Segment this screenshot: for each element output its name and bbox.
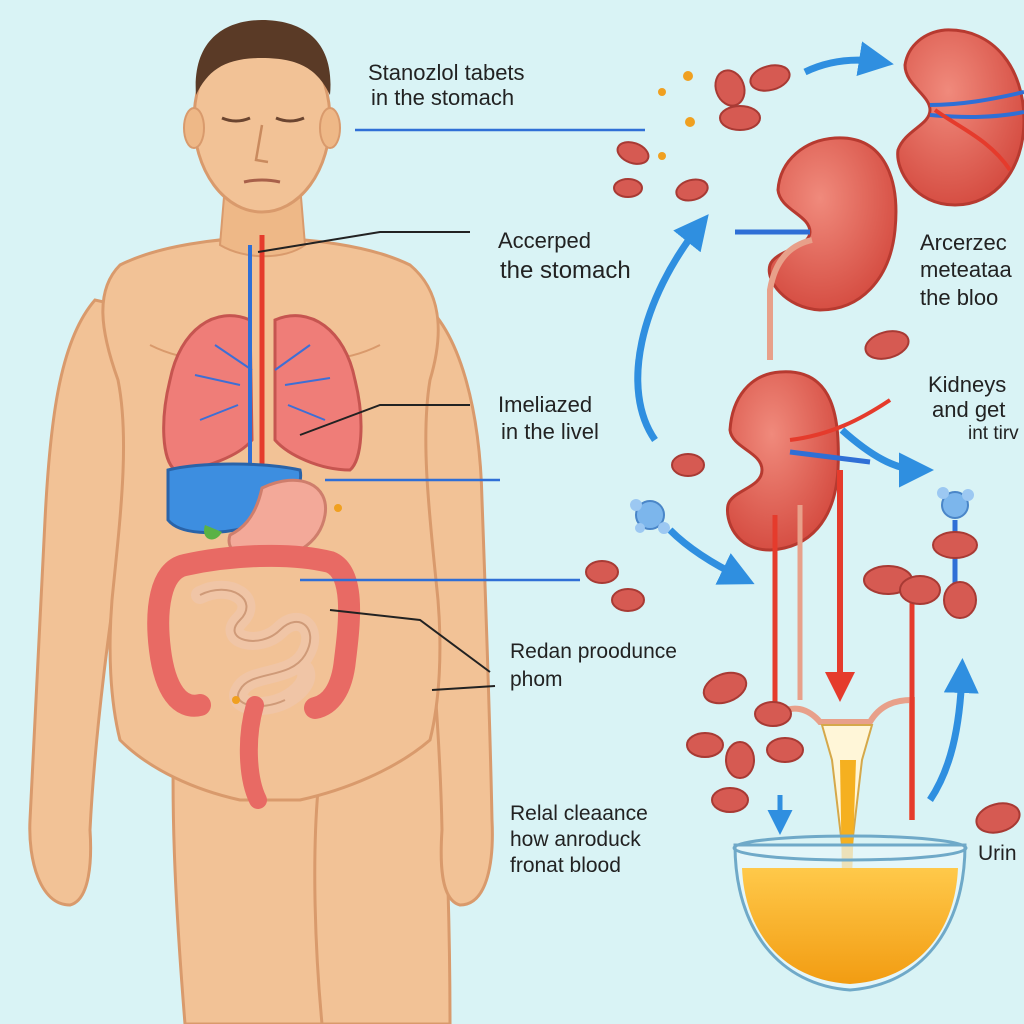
kidney-ureter: [767, 237, 813, 360]
rectum: [239, 696, 267, 809]
nose: [254, 124, 269, 164]
label-line: in the stomach: [371, 85, 515, 111]
lung-vessels: [194, 344, 331, 421]
label-line: Arcerzec: [920, 230, 1007, 255]
tablet: [613, 178, 643, 198]
label-absorbed-stomach: Accerped the stomach: [498, 228, 631, 285]
label-line: Relal cleaance: [510, 802, 648, 825]
bladder-connector: [772, 696, 915, 820]
bowl-urine: [742, 868, 958, 984]
kidney-artery: [933, 108, 1012, 172]
label-produce: Redan proodunce phom: [510, 640, 677, 692]
tablet: [754, 701, 792, 727]
label-tablets-in-stomach: Stanozlol tabets in the stomach: [368, 60, 525, 111]
tablet: [725, 741, 755, 779]
arrow-upward-curve: [634, 214, 709, 443]
large-intestine: [147, 544, 361, 719]
kidney-artery: [789, 398, 892, 442]
label-line: the bloo: [920, 284, 999, 310]
tablet: [711, 787, 749, 813]
label-metabolized-liver: Imeliazed in the livel: [498, 392, 599, 445]
kidney-shape: [726, 370, 840, 552]
leader-absorbed: [257, 231, 470, 253]
kidney-vein: [789, 449, 871, 465]
tablet: [932, 531, 978, 559]
label-line: int tirv: [968, 422, 1019, 444]
tablet: [719, 105, 761, 131]
arrows: [634, 41, 979, 835]
tablet: [702, 671, 748, 705]
label-line: in the livel: [501, 419, 599, 445]
small-dots: [232, 71, 695, 704]
label-line: the stomach: [500, 257, 631, 285]
arrow-molecule-down: [667, 527, 755, 585]
label-urine: Urin: [978, 842, 1017, 866]
arrow-return-up: [927, 658, 979, 802]
kidney-lower: [726, 370, 892, 720]
label-line: how anroduck: [510, 828, 641, 852]
tablet: [611, 588, 645, 612]
tablet: [749, 64, 791, 92]
leader-lines: [257, 128, 645, 691]
tablet: [686, 732, 724, 758]
tablet: [766, 737, 804, 763]
mouth: [243, 178, 281, 184]
leader-produce-2: [431, 685, 496, 691]
bowl-rim: [732, 834, 968, 862]
label-line: fronat blood: [510, 854, 621, 878]
arrow-to-top-kidney: [803, 41, 894, 76]
tablet: [675, 178, 709, 202]
label-line: meteataa: [920, 257, 1012, 283]
label-line: and get: [932, 397, 1006, 423]
tablet: [975, 802, 1021, 834]
tablet: [899, 575, 941, 605]
tablet: [943, 581, 977, 619]
kidney-shape: [767, 136, 898, 312]
label-line: phom: [510, 668, 563, 692]
label-line: Accerped: [498, 228, 591, 253]
leader-liver: [299, 404, 470, 436]
kidney-middle: [735, 136, 898, 360]
right-eye: [275, 116, 305, 123]
tablet: [864, 330, 910, 360]
tablets: [585, 64, 1021, 834]
hair: [195, 20, 331, 95]
tablet: [585, 560, 619, 584]
tablet: [671, 453, 705, 477]
label-line: Stanozlol tabets: [368, 60, 525, 85]
kidney-top-right: [896, 28, 1024, 207]
tablet: [616, 141, 650, 165]
organs: [147, 235, 363, 809]
leader-produce: [329, 609, 491, 673]
gallbladder: [203, 525, 222, 540]
arrow-kidney-right: [839, 427, 934, 488]
molecule-left-icon: [630, 499, 670, 534]
molecules: [630, 487, 974, 534]
label-line: Redan proodunce: [510, 640, 677, 663]
left-ear: [183, 107, 205, 149]
molecule-right-icon: [937, 487, 974, 519]
label-line: Kidneys: [928, 372, 1007, 397]
label-renal-clearance: Relal cleaance how anroduck fronat blood: [510, 800, 648, 878]
label-kidneys: Kidneys and get int tirv: [928, 372, 1019, 444]
tablet: [714, 69, 746, 107]
label-absorbed-blood: Arcerzec meteataa the bloo: [920, 228, 1012, 310]
label-line: Imeliazed: [498, 392, 593, 417]
left-eye: [221, 116, 251, 123]
label-line: Urin: [978, 842, 1017, 865]
right-ear: [319, 107, 341, 149]
small-intestine-outline: [199, 588, 312, 708]
urine-bowl: [732, 834, 968, 992]
